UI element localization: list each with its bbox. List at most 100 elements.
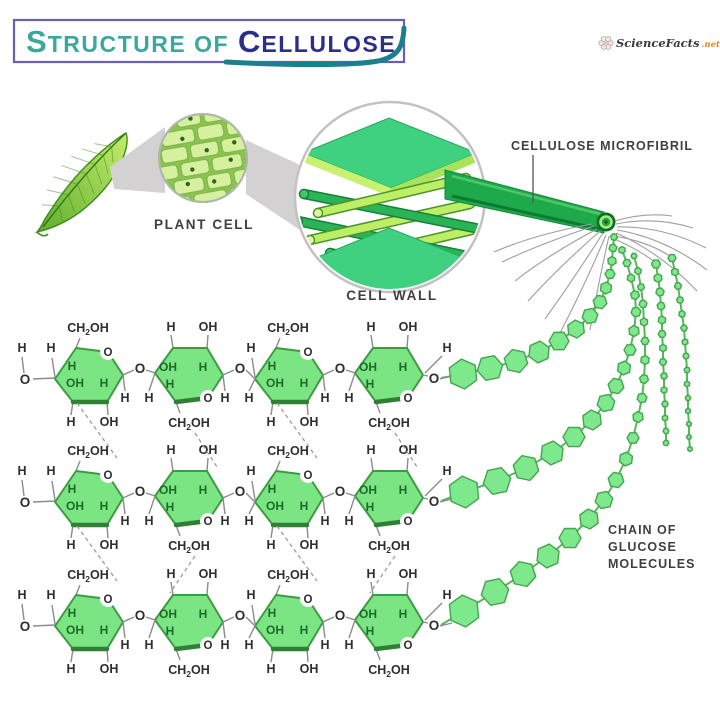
- glycosidic-oxygen: O: [335, 608, 346, 623]
- wall-rod: [314, 174, 470, 217]
- glucose-chain-hexagon: [636, 282, 646, 292]
- atom-label: H: [68, 359, 77, 373]
- rod-shadow: [451, 194, 601, 231]
- fray-strand: [501, 225, 595, 263]
- bond-line: [322, 374, 326, 392]
- glucose-chain-hexagon: [448, 475, 480, 509]
- cell-nucleus-dot: [190, 167, 195, 172]
- bond-line: [21, 356, 25, 374]
- cell-nucleus-dot: [228, 157, 233, 162]
- atom-label: H: [220, 638, 229, 652]
- bond-line: [145, 369, 156, 374]
- atom-label: H: [344, 391, 353, 405]
- bond-line: [424, 478, 443, 497]
- bond-line: [439, 622, 453, 627]
- shape-tspan: 2: [85, 327, 90, 337]
- atom-label: H: [46, 341, 55, 355]
- glucose-chain-hexagon: [658, 343, 668, 353]
- shape-tspan: CH: [368, 416, 386, 430]
- cell-wall-contents: [298, 117, 482, 289]
- bond-line: [75, 337, 81, 349]
- fray-strand: [527, 230, 601, 302]
- bond-line: [222, 374, 226, 392]
- bond-line: [206, 457, 209, 472]
- leaf-vein: [82, 148, 104, 156]
- glucose-chain-hexagon: [682, 352, 690, 360]
- zoom-cone-leaf-to-cell: [110, 127, 165, 193]
- bond-line: [170, 581, 174, 596]
- shape-tspan: OH: [90, 321, 109, 335]
- title-border: [12, 18, 406, 64]
- bond-line: [75, 460, 81, 472]
- glucose-chain-hexagon: [448, 358, 478, 390]
- atom-label: H: [268, 482, 277, 496]
- glucose-chain-hexagon: [528, 340, 550, 364]
- atom-label: H: [344, 514, 353, 528]
- frayed-strands: [493, 214, 708, 334]
- plant-cell-label: PLANT CELL: [154, 217, 254, 232]
- atom-label: H: [300, 499, 309, 513]
- atom-label: H: [399, 360, 408, 374]
- atom-label: H: [100, 499, 109, 513]
- bond-line: [51, 480, 56, 501]
- glycosidic-oxygen: O: [235, 608, 246, 623]
- glucose-chain-hexagon: [579, 508, 599, 530]
- bond-line: [348, 372, 356, 392]
- shape-tspan: 2: [186, 422, 191, 432]
- glucose-chain-hexagon: [670, 267, 680, 277]
- flower-icon: [598, 36, 614, 50]
- atom-label: OH: [300, 662, 319, 676]
- bond-line: [322, 369, 335, 376]
- plant-cell-ring: [158, 113, 248, 203]
- bond-line: [422, 374, 429, 377]
- shape-tspan: 2: [85, 574, 90, 584]
- wall-rod: [300, 190, 482, 233]
- glucose-chain-hexagon: [604, 268, 616, 280]
- wall-rod: [306, 200, 474, 244]
- atom-label: H: [442, 341, 451, 355]
- glucose-chain-hexagon: [448, 594, 480, 628]
- glucose-chain-hexagon: [626, 273, 636, 283]
- plant-cell-brick: [196, 122, 225, 142]
- shape-tspan: CH: [168, 539, 186, 553]
- glucose-chain-hexagon: [639, 317, 649, 327]
- bond-line: [322, 492, 335, 499]
- plant-cell-brick: [173, 176, 206, 196]
- leaf-vein: [68, 194, 75, 213]
- chain-label: CHAIN OF GLUCOSE MOLECULES: [608, 523, 694, 571]
- leaf-illustration: [34, 131, 128, 237]
- terminal-oxygen: O: [20, 372, 31, 387]
- atom-label: OH: [66, 623, 84, 637]
- glucose-chain-hexagon: [629, 290, 641, 300]
- cell-nucleus-dot: [151, 121, 156, 126]
- ch2oh-label: CH2OH: [67, 444, 109, 460]
- microfibril-label: CELLULOSE MICROFIBRIL: [511, 139, 693, 153]
- plant-cell-brick: [166, 195, 193, 201]
- glucose-chain-hexagon: [618, 245, 626, 255]
- glucose-chain-hexagon: [662, 427, 670, 435]
- shape-tspan: OH: [391, 663, 410, 677]
- glucose-chain-hexagon: [628, 324, 640, 338]
- cell-nucleus-dot: [180, 136, 185, 141]
- shape-tspan: CH: [368, 539, 386, 553]
- ch2oh-label: CH2OH: [267, 321, 309, 337]
- bond-line: [122, 492, 135, 499]
- leaf-vein: [41, 204, 60, 207]
- atom-label: H: [17, 341, 26, 355]
- cell-nucleus-dot: [151, 204, 156, 209]
- atom-label: H: [120, 391, 129, 405]
- ch2oh-label: CH2OH: [368, 416, 410, 432]
- ring-oxygen-bg: [300, 344, 316, 360]
- shape-tspan: OH: [191, 539, 210, 553]
- atom-label: H: [246, 341, 255, 355]
- atom-label: OH: [359, 607, 377, 621]
- atom-label: H: [366, 500, 375, 514]
- ring-oxygen-bg: [400, 513, 416, 529]
- glucose-chain-hexagon: [667, 253, 677, 263]
- bond-line: [345, 616, 356, 621]
- ch2oh-label: CH2OH: [168, 539, 210, 555]
- atom-label: H: [166, 500, 175, 514]
